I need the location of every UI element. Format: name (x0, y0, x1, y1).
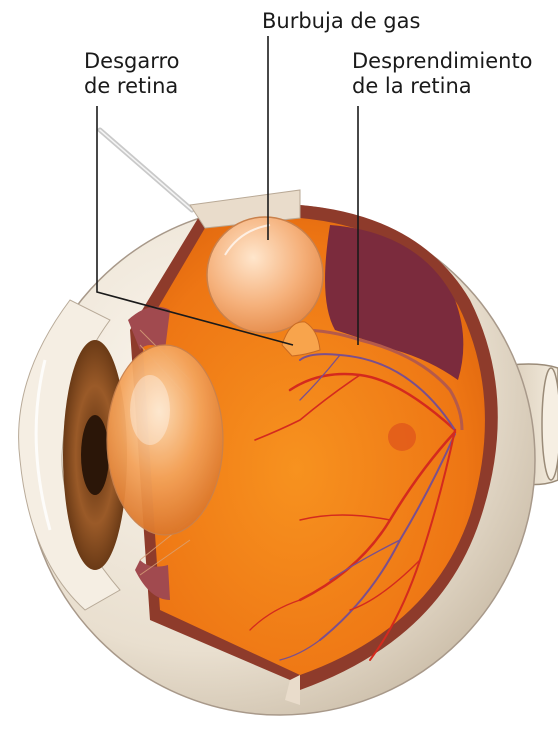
label-retinal-detachment-line-2: de la retina (352, 74, 533, 99)
label-retinal-detachment-line-1: Desprendimiento (352, 49, 533, 74)
label-retinal-tear-line-1: Desgarro (84, 49, 180, 74)
label-gas-bubble-text: Burbuja de gas (262, 9, 420, 34)
label-retinal-tear-line-2: de retina (84, 74, 180, 99)
label-gas-bubble: Burbuja de gas (262, 9, 420, 34)
lens (107, 345, 223, 535)
gas-bubble (207, 217, 323, 333)
label-retinal-detachment: Desprendimiento de la retina (352, 49, 533, 99)
label-retinal-tear: Desgarro de retina (84, 49, 180, 99)
macula (388, 423, 416, 451)
